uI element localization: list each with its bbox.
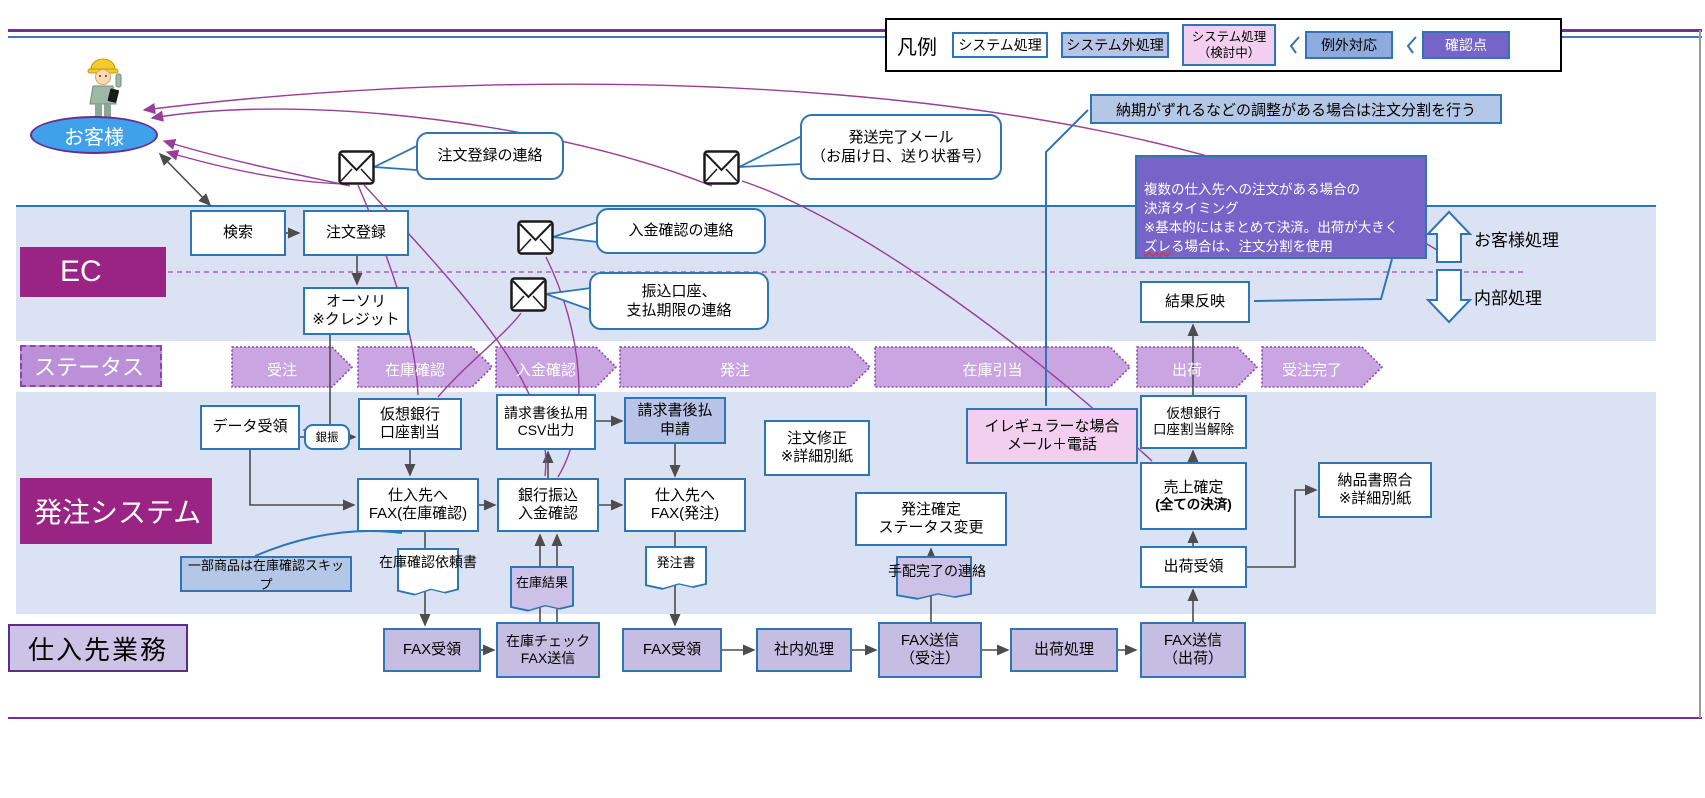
mail-icon-order-registration xyxy=(338,150,375,185)
note-multi-tail: る場合は、注文分割を使用 xyxy=(1171,238,1333,254)
note-skip-stock-check: 一部商品は在庫確認スキップ xyxy=(180,556,352,592)
right-border-rule xyxy=(1699,30,1701,718)
legend-system-processing: システム処理 xyxy=(952,32,1048,58)
status-step-juchu: 受注 xyxy=(266,362,297,379)
doc-arrange-done xyxy=(896,556,972,602)
doc-stock-result-label: 在庫結果 xyxy=(515,575,568,590)
node-fax-send-ship: FAX送信 （出荷） xyxy=(1140,622,1246,678)
doc-order-sheet-label: 発注書 xyxy=(656,555,696,570)
legend: 凡例 システム処理 システム外処理 システム処理 （検討中） 例外対応 確認点 xyxy=(885,18,1562,72)
note-multi-head: 複数の仕入先への注文がある場合の 決済タイミング ※基本的にはまとめて決済。出荷… xyxy=(1144,181,1399,235)
sales-confirm-sub: (全ての決済) xyxy=(1155,496,1232,512)
top-blue-rule xyxy=(8,36,1702,38)
note-delivery-shift: 納期がずれるなどの調整がある場合は注文分割を行う xyxy=(1090,94,1502,124)
callout-tails xyxy=(370,134,803,312)
mail-icon-ship-complete xyxy=(703,150,740,185)
lane-label-supplier: 仕入先業務 xyxy=(8,624,188,672)
status-step-zaiko-kakunin: 在庫確認 xyxy=(384,362,445,379)
node-order-confirm-status: 発注確定 ステータス変更 xyxy=(855,492,1007,546)
mail-icon-bank-account xyxy=(510,277,547,312)
node-search: 検索 xyxy=(190,210,286,256)
callout-order-registration: 注文登録の連絡 xyxy=(416,132,564,180)
node-authorization: オーソリ ※クレジット xyxy=(303,287,409,335)
node-csv-output: 請求書後払用 CSV出力 xyxy=(496,394,596,450)
note-multi-supplier-settlement: 複数の仕入先への注文がある場合の 決済タイミング ※基本的にはまとめて決済。出荷… xyxy=(1135,155,1427,259)
node-fax-send-order: FAX送信 （受注） xyxy=(878,622,982,678)
doc-stock-check-request-label: 在庫確認依頼書 xyxy=(379,554,477,570)
node-internal-processing: 社内処理 xyxy=(756,628,852,672)
node-fax-order: 仕入先へ FAX(発注) xyxy=(624,478,746,532)
callout-bank-account: 振込口座、 支払期限の連絡 xyxy=(589,272,769,330)
lane-label-ec: EC xyxy=(20,247,166,297)
node-bank-transfer-confirm: 銀行振込 入金確認 xyxy=(497,478,599,532)
doc-order-sheet xyxy=(645,546,707,592)
node-stock-check-fax-send: 在庫チェック FAX送信 xyxy=(496,622,600,678)
status-step-shukka: 出荷 xyxy=(1171,362,1202,379)
legend-checkpoint: 確認点 xyxy=(1422,31,1510,59)
node-invoice-deferred-apply: 請求書後払 申請 xyxy=(624,397,726,444)
note-irregular-contact: イレギュラーな場合 メール＋電話 xyxy=(966,408,1138,464)
node-fax-stock-check: 仕入先へ FAX(在庫確認) xyxy=(357,478,479,532)
status-step-zaiko-hikiate: 在庫引当 xyxy=(962,362,1023,379)
bottom-purple-rule xyxy=(8,717,1702,719)
status-step-juchu-kanryo: 受注完了 xyxy=(1281,362,1342,379)
node-fax-receive-1: FAX受領 xyxy=(383,628,481,672)
side-label-customer-proc: お客様処理 xyxy=(1474,231,1559,250)
node-ship-processing: 出荷処理 xyxy=(1010,628,1118,672)
callout-tail-icon xyxy=(1289,36,1300,54)
node-sales-confirm: 売上確定 (全ての決済) xyxy=(1140,462,1247,530)
legend-title: 凡例 xyxy=(897,36,937,59)
side-label-internal-proc: 内部処理 xyxy=(1474,289,1542,308)
legend-system-considering: システム処理 （検討中） xyxy=(1182,24,1276,66)
callout-tail-icon xyxy=(1406,36,1417,54)
doc-arrange-done-label: 手配完了の連絡 xyxy=(888,563,986,579)
node-order-registration: 注文登録 xyxy=(303,210,409,256)
doc-stock-check-request xyxy=(397,548,459,598)
sales-confirm-label: 売上確定 xyxy=(1163,478,1224,496)
node-delivery-note-check: 納品書照合 ※詳細別紙 xyxy=(1318,462,1432,518)
doc-stock-result xyxy=(510,566,574,614)
status-step-hacchu: 発注 xyxy=(719,362,750,379)
legend-non-system-processing: システム外処理 xyxy=(1061,32,1169,58)
node-data-receive: データ受領 xyxy=(200,405,300,450)
node-result-reflect: 結果反映 xyxy=(1140,281,1250,323)
legend-exception: 例外対応 xyxy=(1305,31,1393,59)
tag-bank-transfer: 銀振 xyxy=(304,424,350,450)
top-purple-rule xyxy=(8,29,1702,32)
node-virtual-bank-release: 仮想銀行 口座割当解除 xyxy=(1140,395,1247,449)
customer-proc-arrow xyxy=(1425,210,1473,263)
status-chevrons xyxy=(231,346,1384,388)
customer-icon xyxy=(87,58,122,123)
lane-label-status: ステータス xyxy=(20,345,162,387)
status-step-nyukin-kakunin: 入金確認 xyxy=(515,362,576,379)
mail-icon-payment-confirm xyxy=(517,220,554,255)
lane-label-order-system: 発注システム xyxy=(20,478,212,544)
customer-actor: お客様 xyxy=(30,116,158,154)
node-fax-receive-2: FAX受領 xyxy=(622,628,722,672)
node-virtual-bank-assign: 仮想銀行 口座割当 xyxy=(358,398,462,450)
callout-ship-complete: 発送完了メール （お届け日、送り状番号） xyxy=(800,114,1002,180)
node-ship-receive: 出荷受領 xyxy=(1140,546,1247,588)
node-order-fix: 注文修正 ※詳細別紙 xyxy=(764,420,870,476)
callout-payment-confirm: 入金確認の連絡 xyxy=(596,208,766,254)
note-multi-wavy: ズレ xyxy=(1144,238,1171,254)
internal-proc-arrow xyxy=(1425,269,1473,324)
